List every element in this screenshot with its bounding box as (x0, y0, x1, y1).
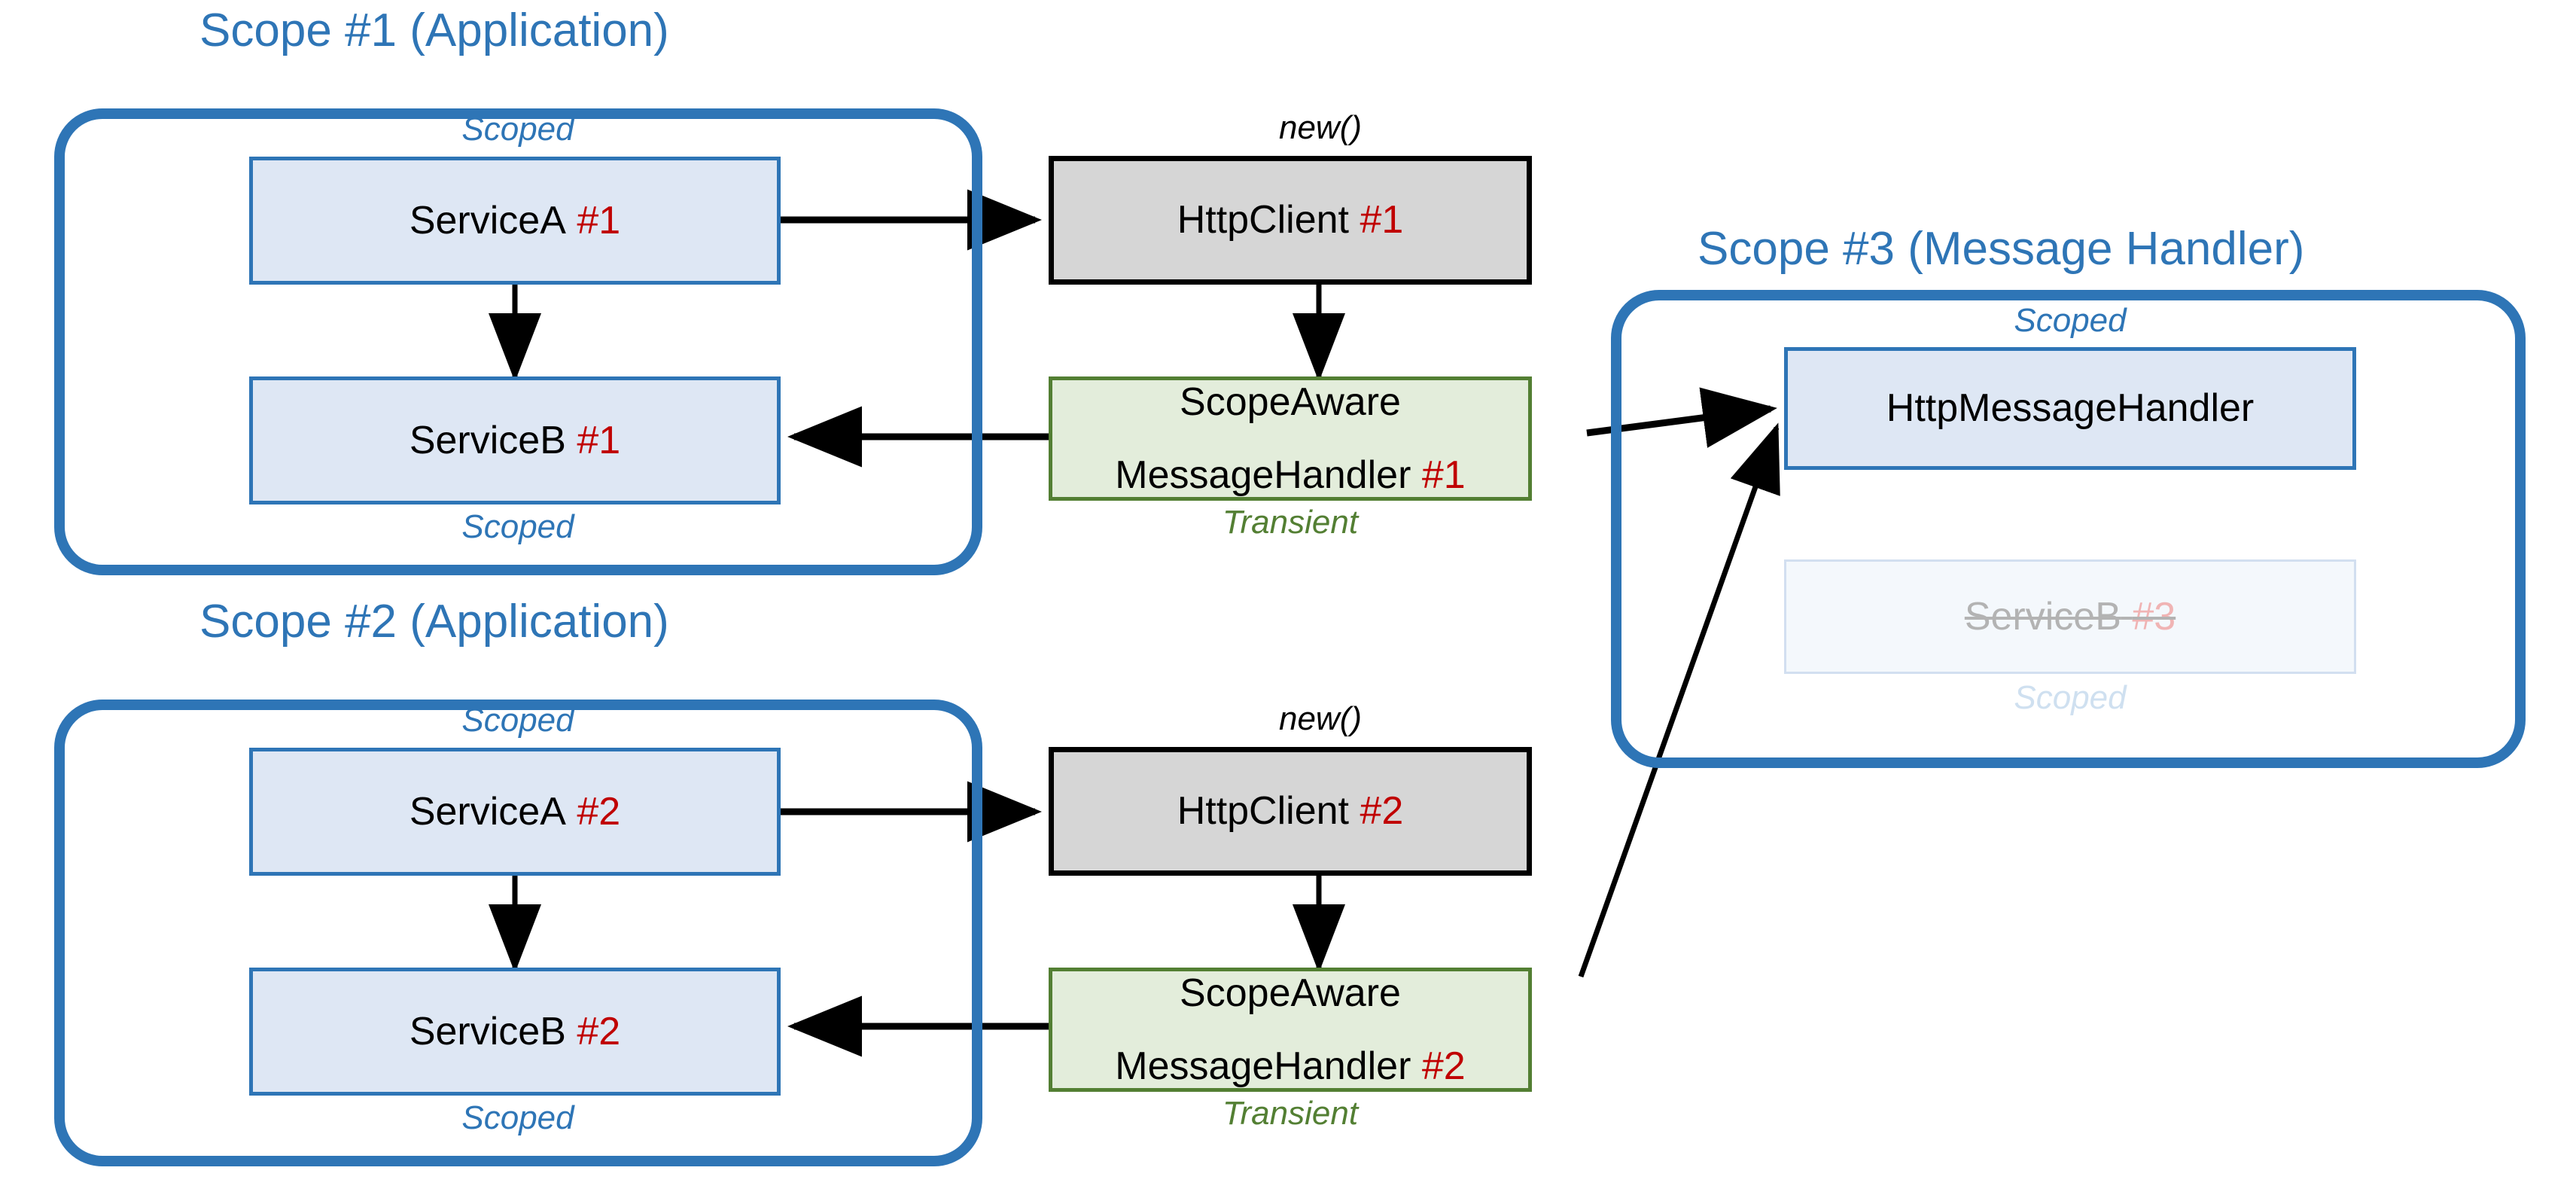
node-service-b-1[interactable]: ServiceB #1 (249, 376, 781, 504)
node-handler-1-index: #1 (1421, 453, 1466, 497)
node-httpclient-1[interactable]: HttpClient #1 (1049, 156, 1532, 285)
scope-1-container (54, 108, 982, 575)
node-service-b-3-text: ServiceB #3 (1965, 592, 2176, 642)
node-service-b-1-index: #1 (577, 418, 621, 462)
service-b2-lifetime-label: Scoped (461, 1099, 574, 1136)
service-b1-lifetime-label: Scoped (461, 508, 574, 545)
node-httpclient-1-index: #1 (1360, 198, 1404, 242)
node-handler-2-line2-wrap: MessageHandler #2 (1115, 1041, 1465, 1092)
scope-3-container (1611, 290, 2526, 768)
node-scopeaware-message-handler-1[interactable]: ScopeAware MessageHandler #1 (1049, 376, 1532, 501)
node-httpclient-1-name: HttpClient (1177, 198, 1349, 242)
node-service-a-2[interactable]: ServiceA #2 (249, 748, 781, 876)
node-httpclient-1-text: HttpClient #1 (1177, 195, 1404, 245)
node-service-b-2[interactable]: ServiceB #2 (249, 968, 781, 1096)
node-handler-1-line1: ScopeAware (1180, 380, 1401, 424)
node-service-a-1-text: ServiceA #1 (410, 196, 620, 246)
node-service-b-3-index: #3 (2132, 594, 2176, 639)
node-service-b-1-text: ServiceB #1 (410, 416, 620, 466)
node-httpclient-2-text: HttpClient #2 (1177, 786, 1404, 837)
node-http-message-handler[interactable]: HttpMessageHandler (1784, 347, 2356, 470)
node-scopeaware-message-handler-2[interactable]: ScopeAware MessageHandler #2 (1049, 968, 1532, 1092)
node-handler-2-index: #2 (1421, 1044, 1466, 1088)
service-b3-lifetime-label: Scoped (2014, 679, 2127, 716)
node-service-a-2-name: ServiceA (409, 789, 566, 834)
node-service-b-1-name: ServiceB (409, 418, 566, 462)
node-httpclient-2[interactable]: HttpClient #2 (1049, 747, 1532, 876)
scope-2-title: Scope #2 (Application) (199, 596, 669, 648)
scope-1-title: Scope #1 (Application) (199, 5, 669, 56)
node-service-b-3[interactable]: ServiceB #3 (1784, 559, 2356, 674)
handler2-lifetime-label: Transient (1222, 1095, 1359, 1132)
http-message-handler-lifetime-label: Scoped (2014, 302, 2127, 339)
service-a2-lifetime-label: Scoped (461, 702, 574, 739)
scope-2-container (54, 700, 982, 1166)
node-service-b-2-text: ServiceB #2 (410, 1007, 620, 1057)
node-service-a-2-index: #2 (577, 789, 621, 834)
handler1-lifetime-label: Transient (1222, 504, 1359, 541)
service-a1-lifetime-label: Scoped (461, 111, 574, 148)
httpclient1-lifetime-label: new() (1278, 109, 1363, 146)
node-http-message-handler-name: HttpMessageHandler (1886, 386, 2255, 431)
node-service-a-2-text: ServiceA #2 (410, 787, 620, 837)
node-httpclient-2-index: #2 (1360, 789, 1404, 834)
node-httpclient-2-name: HttpClient (1177, 789, 1349, 834)
node-service-a-1[interactable]: ServiceA #1 (249, 157, 781, 285)
node-handler-1-line2-wrap: MessageHandler #1 (1115, 450, 1465, 501)
node-service-b-2-name: ServiceB (409, 1009, 566, 1053)
node-handler-2-line1: ScopeAware (1180, 971, 1401, 1015)
node-handler-2-line2: MessageHandler (1115, 1044, 1411, 1088)
scope-3-title: Scope #3 (Message Handler) (1698, 223, 2305, 275)
node-service-a-1-index: #1 (577, 198, 621, 242)
node-handler-1-line2: MessageHandler (1115, 453, 1411, 497)
node-service-a-1-name: ServiceA (409, 198, 566, 242)
node-service-b-2-index: #2 (577, 1009, 621, 1053)
httpclient2-lifetime-label: new() (1278, 700, 1363, 737)
node-service-b-3-name: ServiceB (1964, 594, 2121, 639)
